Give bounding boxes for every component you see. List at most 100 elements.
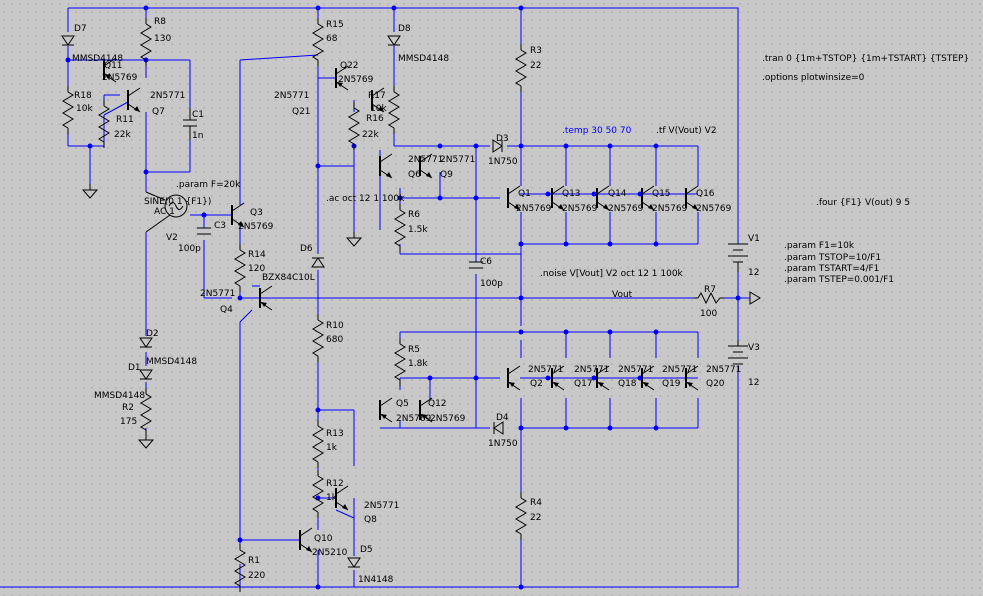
label-q2: Q2 (530, 379, 543, 389)
label-c6-value: 100p (480, 279, 503, 289)
battery-v3[interactable] (728, 340, 748, 365)
label-q17: Q17 (574, 379, 593, 389)
label-q14: Q14 (608, 189, 627, 199)
directive-four: .four {F1} V(out) 9 5 (816, 198, 910, 208)
label-d2-model: MMSD4148 (146, 357, 197, 367)
label-r14-value: 120 (248, 264, 265, 274)
label-r17-value: 10k (370, 104, 387, 114)
label-r6: R6 (408, 210, 420, 220)
label-q22-model: 2N5769 (338, 75, 374, 85)
label-q16: Q16 (696, 189, 715, 199)
label-d6: D6 (300, 244, 313, 254)
label-q9-model: 2N5771 (440, 155, 475, 165)
label-d6-model: BZX84C10L (262, 273, 315, 283)
label-q22: Q22 (340, 61, 359, 71)
label-r17: R17 (368, 91, 386, 101)
label-q18: Q18 (618, 379, 637, 389)
wires (0, 7, 750, 588)
label-d3: D3 (496, 134, 509, 144)
label-v3-value: 12 (748, 378, 759, 388)
directive-temp: .temp 30 50 70 (562, 126, 632, 136)
directive-param-tstep: .param TSTEP=0.001/F1 (784, 275, 894, 285)
label-r6-value: 1.5k (408, 225, 428, 235)
label-r16-value: 22k (362, 130, 379, 140)
directive-param-f1: .param F1=10k (784, 241, 855, 251)
label-d4: D4 (496, 413, 509, 423)
directive-noise: .noise V[Vout] V2 oct 12 1 100k (540, 269, 684, 279)
label-r10-value: 680 (326, 335, 343, 345)
label-q16-model: 2N5769 (696, 204, 732, 214)
label-d3-model: 1N750 (488, 157, 518, 167)
label-d8: D8 (398, 24, 411, 34)
label-q13: Q13 (562, 189, 581, 199)
label-r1-value: 220 (248, 571, 265, 581)
directive-tran: .tran 0 {1m+TSTOP} {1m+TSTART} {TSTEP} (762, 54, 969, 64)
label-v1: V1 (748, 234, 760, 244)
label-v2: V2 (166, 233, 178, 243)
label-q21: Q21 (292, 107, 311, 117)
label-q2-model: 2N5771 (528, 365, 563, 375)
label-q11-model: 2N5769 (102, 73, 138, 83)
label-r1: R1 (248, 556, 260, 566)
label-q1-model: 2N5769 (516, 204, 552, 214)
label-d8-model: MMSD4148 (398, 54, 449, 64)
label-r13-value: 1k (326, 443, 338, 453)
label-q11: Q11 (104, 61, 123, 71)
label-r5: R5 (408, 345, 420, 355)
label-q1: Q1 (518, 189, 531, 199)
capacitor-c3[interactable] (197, 227, 211, 235)
battery-v1[interactable] (728, 243, 748, 272)
label-r15-value: 68 (326, 34, 338, 44)
source-v2[interactable] (145, 191, 188, 233)
label-q20-model: 2N5771 (706, 365, 741, 375)
label-r18-value: 10k (76, 104, 93, 114)
label-d7-model: MMSD4148 (72, 54, 123, 64)
label-q5-model: 2N5769 (396, 414, 432, 424)
label-v1-value: 12 (748, 268, 759, 278)
label-q19-model: 2N5771 (662, 365, 697, 375)
label-q4: Q4 (220, 305, 233, 315)
directive-ac: .ac oct 12 1 100k (326, 194, 405, 204)
directive-param-f: .param F=20k (176, 180, 241, 190)
label-r3: R3 (530, 46, 542, 56)
label-q18-model: 2N5771 (618, 365, 653, 375)
label-q9: Q9 (440, 170, 453, 180)
label-r2: R2 (122, 403, 134, 413)
label-r8-value: 130 (154, 34, 171, 44)
output-port-icon (749, 291, 761, 305)
label-q19: Q19 (662, 379, 681, 389)
directive-param-tstart: .param TSTART=4/F1 (784, 264, 879, 274)
label-q21-model: 2N5771 (274, 91, 309, 101)
label-r13: R13 (326, 429, 344, 439)
label-r12: R12 (326, 479, 344, 489)
label-r5-value: 1.8k (408, 359, 428, 369)
directive-param-tstop: .param TSTOP=10/F1 (784, 253, 881, 263)
label-d5-model: 1N4148 (358, 575, 394, 585)
label-c3-value: 100p (178, 244, 201, 254)
label-d1-model: MMSD4148 (94, 391, 145, 401)
label-d7: D7 (74, 24, 87, 34)
label-r11-value: 22k (114, 130, 131, 140)
label-c1: C1 (192, 110, 204, 120)
label-q7-model: 2N5771 (150, 91, 185, 101)
label-r15: R15 (326, 20, 344, 30)
label-vout-net: Vout (612, 290, 633, 300)
label-q15: Q15 (652, 189, 671, 199)
capacitor-c6[interactable] (469, 261, 483, 269)
directive-tf: .tf V(Vout) V2 (656, 126, 717, 136)
label-q8: Q8 (364, 515, 377, 525)
capacitor-c1[interactable] (183, 108, 197, 140)
label-r2-value: 175 (120, 417, 137, 427)
label-d5: D5 (360, 545, 373, 555)
label-q4-model: 2N5771 (200, 289, 235, 299)
label-v3: V3 (748, 343, 760, 353)
resistor-r7[interactable] (694, 291, 724, 305)
label-c1-value: 1n (192, 131, 203, 141)
label-q15-model: 2N5769 (652, 204, 688, 214)
label-r3-value: 22 (530, 61, 541, 71)
label-q5: Q5 (396, 399, 409, 409)
label-q12: Q12 (428, 399, 447, 409)
label-q10-model: 2N5210 (312, 548, 348, 558)
label-q6: Q6 (408, 170, 421, 180)
